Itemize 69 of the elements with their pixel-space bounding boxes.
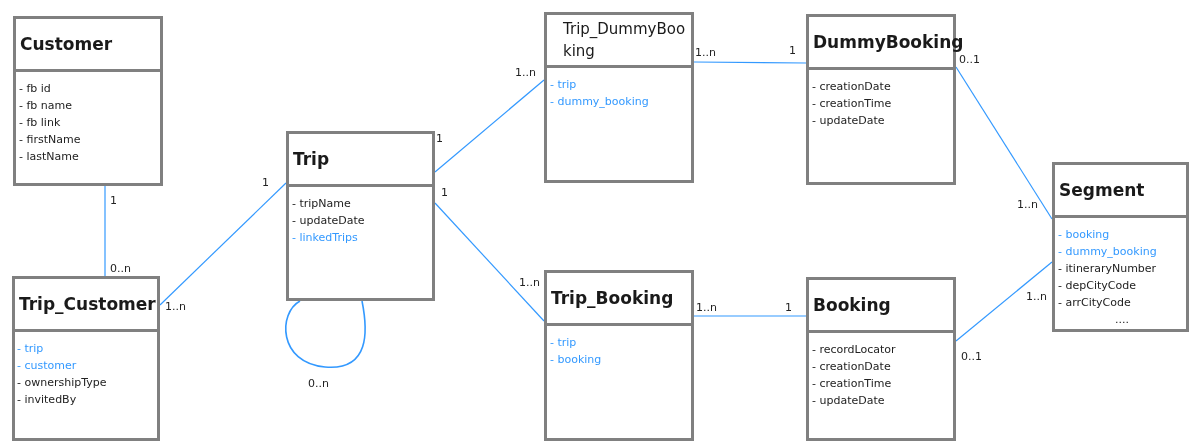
multiplicity-label: 1..n [515,66,536,80]
association-line [104,185,106,278]
attribute-text: - trip [550,335,578,351]
attribute-text: - booking [550,352,603,368]
attribute-text: .... [1115,312,1129,328]
multiplicity-label: 0..n [110,262,131,276]
attribute-text: - firstName [19,132,82,148]
attribute-text: - fb name [19,98,73,114]
class-box [544,270,694,441]
attribute-text: - dummy_booking [550,94,650,110]
attribute-text: - customer [17,358,78,374]
multiplicity-label: 0..n [308,377,329,391]
multiplicity-label: 1..n [519,276,540,290]
attribute-text: - updateDate [812,113,886,129]
class-box [544,12,694,183]
class-box [1052,162,1189,332]
attribute-text: - updateDate [292,213,366,229]
class-name: Customer [20,33,113,55]
association-line [693,315,807,317]
attribute-text: - creationDate [812,79,892,95]
attribute-text: - tripName [292,196,352,212]
multiplicity-label: 1 [436,132,443,146]
multiplicity-label: 1..n [696,301,717,315]
association-line [693,61,807,64]
multiplicity-label: 0..1 [961,350,982,364]
multiplicity-label: 1..n [165,300,186,314]
class-name: Booking [813,294,891,316]
multiplicity-label: 1..n [1017,198,1038,212]
attribute-text: - lastName [19,149,80,165]
association-line [434,79,545,173]
attribute-text: - ownershipType [17,375,108,391]
class-name: Trip_Customer [19,293,156,315]
association-line [955,66,1053,220]
class-box [806,277,956,441]
attribute-text: - arrCityCode [1058,295,1132,311]
attribute-text: - updateDate [812,393,886,409]
class-box [13,16,163,186]
attribute-text: - invitedBy [17,392,78,408]
multiplicity-label: 1..n [1026,290,1047,304]
attribute-text: - fb link [19,115,62,131]
association-line [434,202,545,322]
multiplicity-label: 1 [110,194,117,208]
class-name: Trip_Booking [551,287,674,309]
attribute-text: - linkedTrips [292,230,359,246]
class-box [12,276,160,441]
association-line [955,261,1053,342]
attribute-text: - trip [17,341,45,357]
association-line [284,300,366,368]
multiplicity-label: 1..n [695,46,716,60]
multiplicity-label: 0..1 [959,53,980,67]
multiplicity-label: 1 [789,44,796,58]
class-name: Trip [293,148,330,170]
class-name: Segment [1059,179,1145,201]
multiplicity-label: 1 [262,176,269,190]
attribute-text: - trip [550,77,578,93]
attribute-text: - recordLocator [812,342,897,358]
attribute-text: - creationDate [812,359,892,375]
attribute-text: - depCityCode [1058,278,1137,294]
multiplicity-label: 1 [785,301,792,315]
association-line [159,182,287,306]
attribute-text: - fb id [19,81,52,97]
attribute-text: - creationTime [812,376,893,392]
attribute-text: - booking [1058,227,1111,243]
attribute-text: - itineraryNumber [1058,261,1158,277]
attribute-text: - creationTime [812,96,893,112]
class-name: Trip_DummyBooking [562,19,687,62]
multiplicity-label: 1 [441,186,448,200]
attribute-text: - dummy_booking [1058,244,1158,260]
class-box [286,131,435,301]
